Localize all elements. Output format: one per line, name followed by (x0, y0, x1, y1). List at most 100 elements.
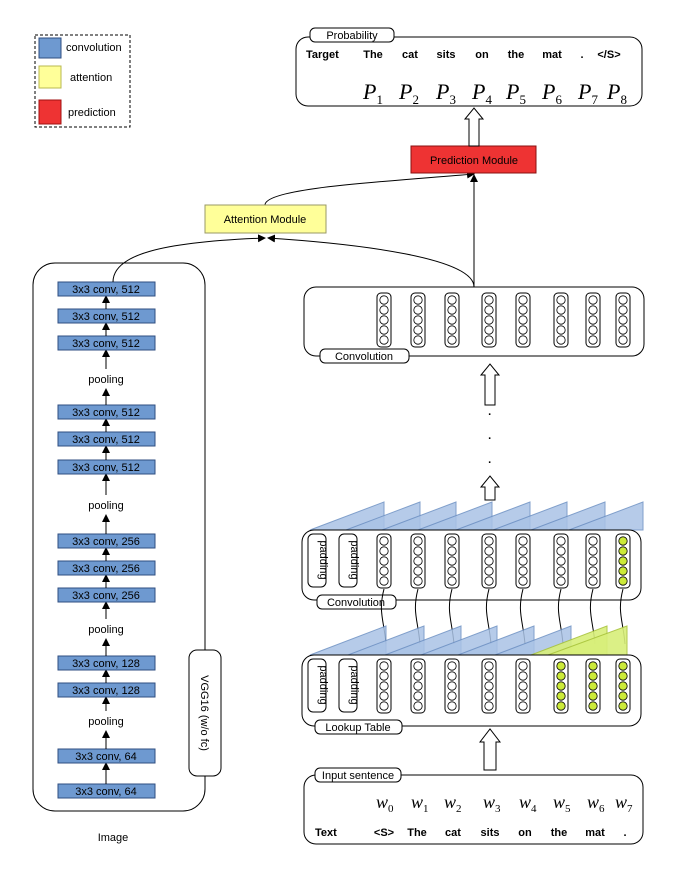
neuron-unit (588, 566, 598, 576)
lookup-table-label: Lookup Table (325, 722, 390, 734)
neuron-unit (618, 661, 628, 671)
neuron-unit (556, 315, 566, 325)
input-token: sits (481, 827, 500, 839)
neuron-unit (618, 546, 628, 556)
neuron-unit (484, 295, 494, 305)
input-token: The (407, 827, 427, 839)
neuron-unit (413, 566, 423, 576)
neuron-unit (484, 681, 494, 691)
neuron-unit (413, 576, 423, 586)
convolution-top: Convolution (303, 286, 645, 364)
input-word-symbol: w5 (553, 792, 571, 815)
attention-module-label: Attention Module (224, 214, 307, 226)
attention-to-prediction-arrow (264, 170, 475, 206)
neuron-unit (588, 546, 598, 556)
neuron-unit (588, 701, 598, 711)
probability-row-label: Target (306, 49, 339, 61)
neuron-unit (379, 335, 389, 345)
probability-token: sits (437, 49, 456, 61)
neuron-unit (556, 546, 566, 556)
neuron-unit (618, 691, 628, 701)
input-row-label: Text (315, 827, 337, 839)
neuron-unit (447, 305, 457, 315)
neuron-unit (518, 566, 528, 576)
legend-swatch-convolution (38, 37, 62, 59)
probability-token: </S> (597, 49, 620, 61)
probability-token: cat (402, 49, 418, 61)
lookup-table: padding padding Lookup Table (301, 654, 642, 735)
neuron-unit (379, 701, 389, 711)
neuron-unit (447, 576, 457, 586)
neuron-unit (588, 335, 598, 345)
probability-token: mat (542, 49, 562, 61)
vgg-pooling-label: pooling (88, 716, 123, 728)
vgg-conv-layer-label: 3x3 conv, 512 (72, 284, 140, 296)
neuron-unit (379, 295, 389, 305)
vgg-pooling-label: pooling (88, 624, 123, 636)
convolution-top-columns (376, 292, 631, 348)
prediction-to-probability-arrow (463, 107, 485, 147)
neuron-unit (518, 546, 528, 556)
neuron-unit (484, 671, 494, 681)
lookup-table-label-tab (314, 719, 403, 735)
lookup-padding-2 (338, 658, 358, 713)
neuron-unit (413, 325, 423, 335)
neuron-unit (379, 566, 389, 576)
vgg-conv-layer-label: 3x3 conv, 512 (72, 311, 140, 323)
stack-dot-2: · (488, 433, 492, 445)
neuron-unit (484, 691, 494, 701)
legend-label-prediction: prediction (68, 107, 116, 119)
input-word-symbol: w2 (444, 792, 462, 815)
neuron-unit (556, 681, 566, 691)
neuron-unit (588, 295, 598, 305)
neuron-unit (379, 536, 389, 546)
input-sentence-title: Input sentence (322, 770, 394, 782)
input-to-lookup-arrow (478, 728, 502, 771)
input-token: mat (585, 827, 605, 839)
probability-title: Probability (326, 30, 378, 42)
input-word-symbol: w6 (587, 792, 605, 815)
neuron-unit (484, 701, 494, 711)
lookup-table-columns (376, 658, 631, 714)
neuron-unit (518, 661, 528, 671)
neuron-unit (379, 556, 389, 566)
legend: convolution attention prediction (34, 34, 131, 128)
prediction-module-box (410, 145, 537, 174)
neuron-unit (518, 536, 528, 546)
vgg-pooling-label: pooling (88, 500, 123, 512)
neuron-unit (556, 556, 566, 566)
neuron-unit (588, 556, 598, 566)
probability-value: P2 (398, 79, 419, 107)
probability-value: P3 (435, 79, 456, 107)
neuron-unit (588, 691, 598, 701)
legend-swatch-prediction (38, 99, 62, 125)
stack-up-arrow-top (479, 363, 501, 406)
neuron-unit (556, 576, 566, 586)
input-word-symbol: w0 (376, 792, 394, 815)
neuron-unit (518, 701, 528, 711)
input-token: the (551, 827, 568, 839)
vgg-title: VGG16 (w/o fc) (198, 675, 210, 751)
neuron-unit (447, 566, 457, 576)
input-word-symbol: w4 (519, 792, 537, 815)
probability-frame (295, 36, 643, 107)
neuron-unit (556, 325, 566, 335)
neuron-unit (588, 671, 598, 681)
neuron-unit (413, 536, 423, 546)
probability-value: P8 (606, 79, 627, 107)
probability-value: P4 (471, 79, 492, 107)
neuron-unit (518, 315, 528, 325)
vgg-conv-layer-box (57, 281, 156, 297)
neuron-unit (447, 335, 457, 345)
input-word-symbol: w3 (483, 792, 501, 815)
neuron-unit (618, 536, 628, 546)
neuron-unit (556, 691, 566, 701)
neuron-unit (588, 681, 598, 691)
neuron-unit (379, 305, 389, 315)
neuron-unit (413, 295, 423, 305)
